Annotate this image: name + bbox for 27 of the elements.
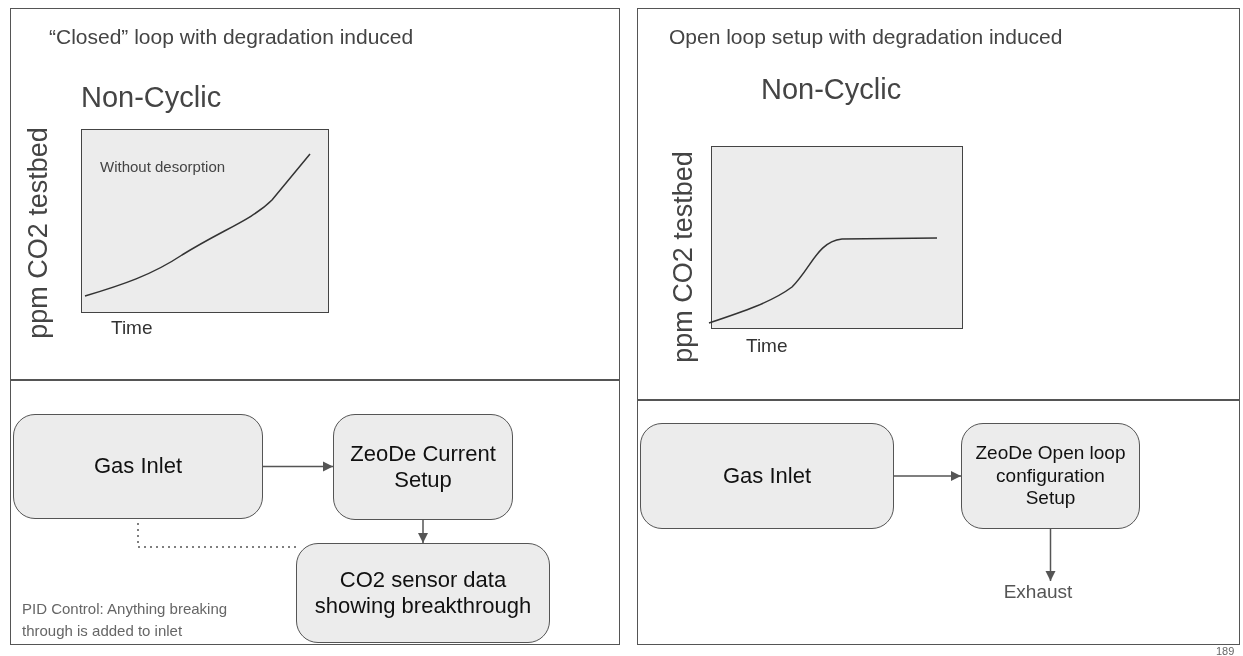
arrow (893, 470, 962, 482)
flow-label: Exhaust (993, 581, 1083, 603)
chart-title: Non-Cyclic (81, 81, 222, 114)
process-box: Gas Inlet (640, 423, 894, 529)
process-box: CO2 sensor data showing breakthrough (296, 543, 550, 643)
arrow (417, 519, 429, 544)
chart-note: Without desorption (100, 158, 226, 175)
panel (10, 380, 620, 645)
arrow (1045, 528, 1056, 582)
panel-heading: Open loop setup with degradation induced (669, 25, 1063, 49)
chart-title: Non-Cyclic (761, 73, 902, 106)
note-text: PID Control: Anything breaking through is added to inlet (22, 599, 229, 641)
axis-label: ppm CO2 testbed (667, 151, 699, 363)
panel-heading: “Closed” loop with degradation induced (49, 25, 414, 49)
process-box: Gas Inlet (13, 414, 263, 519)
chart-area (81, 129, 329, 313)
panel (637, 8, 1240, 400)
panel (637, 400, 1240, 645)
page-number: 189 (1216, 645, 1235, 656)
panel (10, 8, 620, 380)
process-box: ZeoDe Current Setup (333, 414, 513, 520)
process-box: ZeoDe Open loop configuration Setup (961, 423, 1140, 529)
chart-area (711, 146, 963, 329)
axis-label: Time (746, 335, 788, 357)
arrow (262, 461, 334, 472)
axis-label: ppm CO2 testbed (22, 127, 54, 339)
axis-label: Time (111, 317, 153, 339)
